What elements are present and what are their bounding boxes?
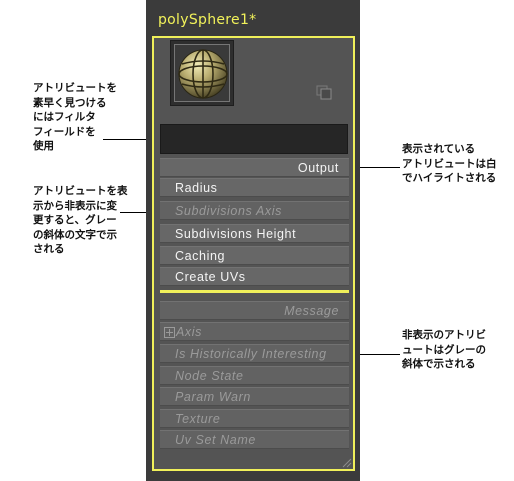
annotation-filter-field: アトリビュートを 素早く見つける にはフィルタ フィールドを 使用 <box>33 82 117 152</box>
attribute-subdivisions-height[interactable]: Subdivisions Height <box>160 224 349 243</box>
sphere-thumbnail-icon <box>178 49 228 99</box>
attribute-message[interactable]: Message <box>160 301 349 320</box>
attribute-radius[interactable]: Radius <box>160 178 349 197</box>
shown-hidden-separator <box>160 290 349 293</box>
attribute-filter-field[interactable] <box>160 124 348 154</box>
node-thumbnail[interactable] <box>170 40 234 106</box>
leader-line-shown <box>338 167 400 168</box>
node-options-icon[interactable] <box>316 84 332 100</box>
node-title: polySphere1* <box>158 12 257 28</box>
attribute-is-historically-interesting[interactable]: Is Historically Interesting <box>160 344 349 363</box>
annotation-shown-attributes: 表示されている アトリビュートは白 でハイライトされる <box>402 143 497 184</box>
attribute-axis[interactable]: Axis <box>160 322 349 341</box>
resize-grip-icon[interactable] <box>340 456 352 468</box>
attribute-caching[interactable]: Caching <box>160 246 349 265</box>
attribute-node-state[interactable]: Node State <box>160 366 349 385</box>
attribute-param-warn[interactable]: Param Warn <box>160 387 349 406</box>
attribute-axis-label: Axis <box>176 325 203 339</box>
leader-line-hidden <box>342 354 400 355</box>
attribute-texture[interactable]: Texture <box>160 409 349 428</box>
attribute-uv-set-name[interactable]: Uv Set Name <box>160 430 349 449</box>
attribute-output[interactable]: Output <box>160 158 349 177</box>
attribute-subdivisions-axis[interactable]: Subdivisions Axis <box>160 201 349 220</box>
annotation-hide-attribute: アトリビュートを表 示から非表示に変 更すると、グレー の斜体の文字で示 される <box>33 185 128 255</box>
leader-line-filter <box>103 139 152 140</box>
leader-line-hide <box>120 212 170 213</box>
expand-plus-icon[interactable] <box>164 327 175 338</box>
attribute-create-uvs[interactable]: Create UVs <box>160 267 349 286</box>
annotation-hidden-attributes: 非表示のアトリビ ュートはグレーの 斜体で示される <box>402 329 486 370</box>
